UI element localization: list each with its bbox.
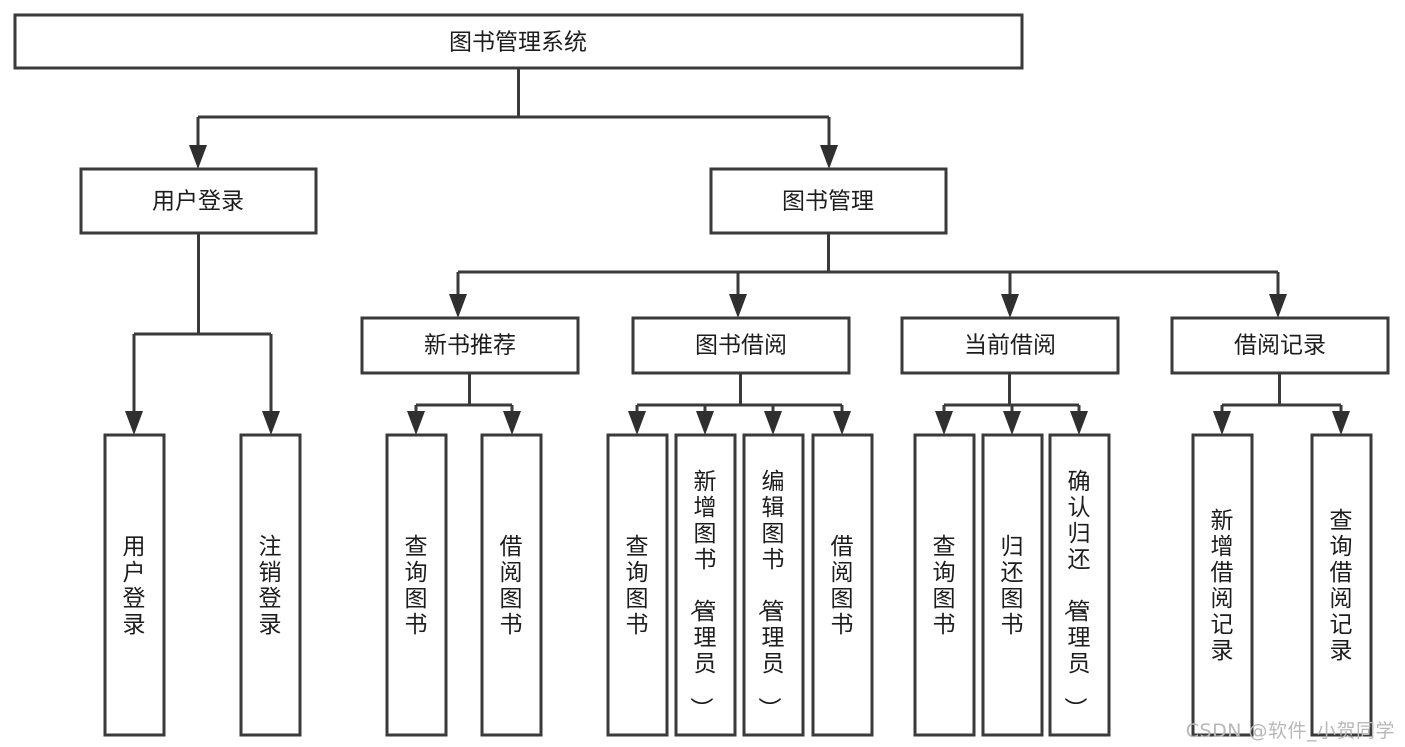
node-root-box [13,13,1024,70]
node-leaf-borrow-book-recommend[interactable]: 借阅图书 [480,433,543,737]
node-leaf-logout-box [239,433,302,737]
node-leaf-edit-book-admin[interactable]: 编辑图书（管理员） [742,433,805,737]
arrow-head-icon [1269,294,1287,318]
node-current-borrow-box [900,316,1120,375]
node-book-management[interactable]: 图书管理 [709,167,948,235]
node-leaf-return-book[interactable]: 归还图书 [981,433,1044,737]
node-leaf-confirm-return-admin-box [1048,433,1111,737]
arrow-head-icon [696,411,714,435]
node-leaf-query-book-recommend-box [385,433,448,737]
node-book-management-label: 图书管理 [782,189,874,215]
node-leaf-borrow-book-label: 借阅图书 [831,534,854,638]
arrow-head-icon [628,411,646,435]
arrow-head-icon [262,411,280,435]
node-leaf-confirm-return-admin-label: 确认归还（管理员） [1062,469,1091,720]
arrow-head-icon [764,411,782,435]
node-leaf-query-book-borrow-box [606,433,669,737]
node-leaf-logout[interactable]: 注销登录 [239,433,302,737]
node-leaf-confirm-return-admin[interactable]: 确认归还（管理员） [1048,433,1111,737]
node-book-management-box [709,167,948,235]
node-leaf-query-borrow-record[interactable]: 查询借阅记录 [1310,433,1373,737]
node-root[interactable]: 图书管理系统 [13,13,1024,70]
arrow-head-icon [125,411,143,435]
node-leaf-query-book-current-label: 查询图书 [933,534,956,638]
arrow-head-icon [1003,411,1021,435]
node-current-borrow-label: 当前借阅 [964,333,1056,359]
node-leaf-user-login-box [103,433,166,737]
node-new-book-recommend[interactable]: 新书推荐 [360,316,580,375]
connector-lines [125,68,1350,435]
node-leaf-edit-book-admin-box [742,433,805,737]
arrow-head-icon [833,411,851,435]
node-leaf-borrow-book-box [811,433,874,737]
node-current-borrow[interactable]: 当前借阅 [900,316,1120,375]
node-borrow-record-label: 借阅记录 [1234,333,1326,359]
node-new-book-recommend-label: 新书推荐 [424,333,516,359]
node-leaf-query-book-current[interactable]: 查询图书 [913,433,976,737]
node-leaf-edit-book-admin-label: 编辑图书（管理员） [756,469,785,720]
node-leaf-query-borrow-record-box [1310,433,1373,737]
node-user-login[interactable]: 用户登录 [79,167,318,235]
arrow-head-icon [189,145,207,169]
node-leaf-query-borrow-record-label: 查询借阅记录 [1330,508,1353,664]
node-borrow-record-box [1170,316,1390,375]
node-leaf-user-login-label: 用户登录 [123,534,146,638]
arrow-head-icon [1213,411,1231,435]
node-book-borrow-box [631,316,851,375]
arrow-head-icon [820,145,838,169]
node-leaf-query-book-borrow[interactable]: 查询图书 [606,433,669,737]
node-leaf-add-book-admin[interactable]: 新增图书（管理员） [674,433,737,737]
node-leaf-add-borrow-record-label: 新增借阅记录 [1211,508,1234,664]
node-leaf-borrow-book[interactable]: 借阅图书 [811,433,874,737]
arrow-head-icon [503,411,521,435]
node-leaf-borrow-book-recommend-box [480,433,543,737]
node-leaf-query-book-current-box [913,433,976,737]
node-leaf-logout-label: 注销登录 [259,534,282,638]
node-leaf-borrow-book-recommend-label: 借阅图书 [500,534,523,638]
arrow-head-icon [449,294,467,318]
node-book-borrow[interactable]: 图书借阅 [631,316,851,375]
node-leaf-query-book-recommend-label: 查询图书 [405,534,428,638]
node-leaf-return-book-box [981,433,1044,737]
node-new-book-recommend-box [360,316,580,375]
node-leaf-add-borrow-record[interactable]: 新增借阅记录 [1191,433,1254,737]
arrow-head-icon [1070,411,1088,435]
arrow-head-icon [407,411,425,435]
node-root-label: 图书管理系统 [449,30,587,56]
node-leaf-query-book-borrow-label: 查询图书 [626,534,649,638]
arrow-head-icon [1001,294,1019,318]
arrow-head-icon [935,411,953,435]
node-leaf-add-book-admin-box [674,433,737,737]
arrow-head-icon [729,294,747,318]
node-leaf-query-book-recommend[interactable]: 查询图书 [385,433,448,737]
node-leaf-user-login[interactable]: 用户登录 [103,433,166,737]
arrow-head-icon [1332,411,1350,435]
node-leaf-return-book-label: 归还图书 [1001,534,1024,638]
node-borrow-record[interactable]: 借阅记录 [1170,316,1390,375]
node-book-borrow-label: 图书借阅 [695,333,787,359]
node-user-login-label: 用户登录 [152,189,244,215]
node-leaf-add-book-admin-label: 新增图书（管理员） [688,469,717,720]
node-user-login-box [79,167,318,235]
node-leaf-add-borrow-record-box [1191,433,1254,737]
